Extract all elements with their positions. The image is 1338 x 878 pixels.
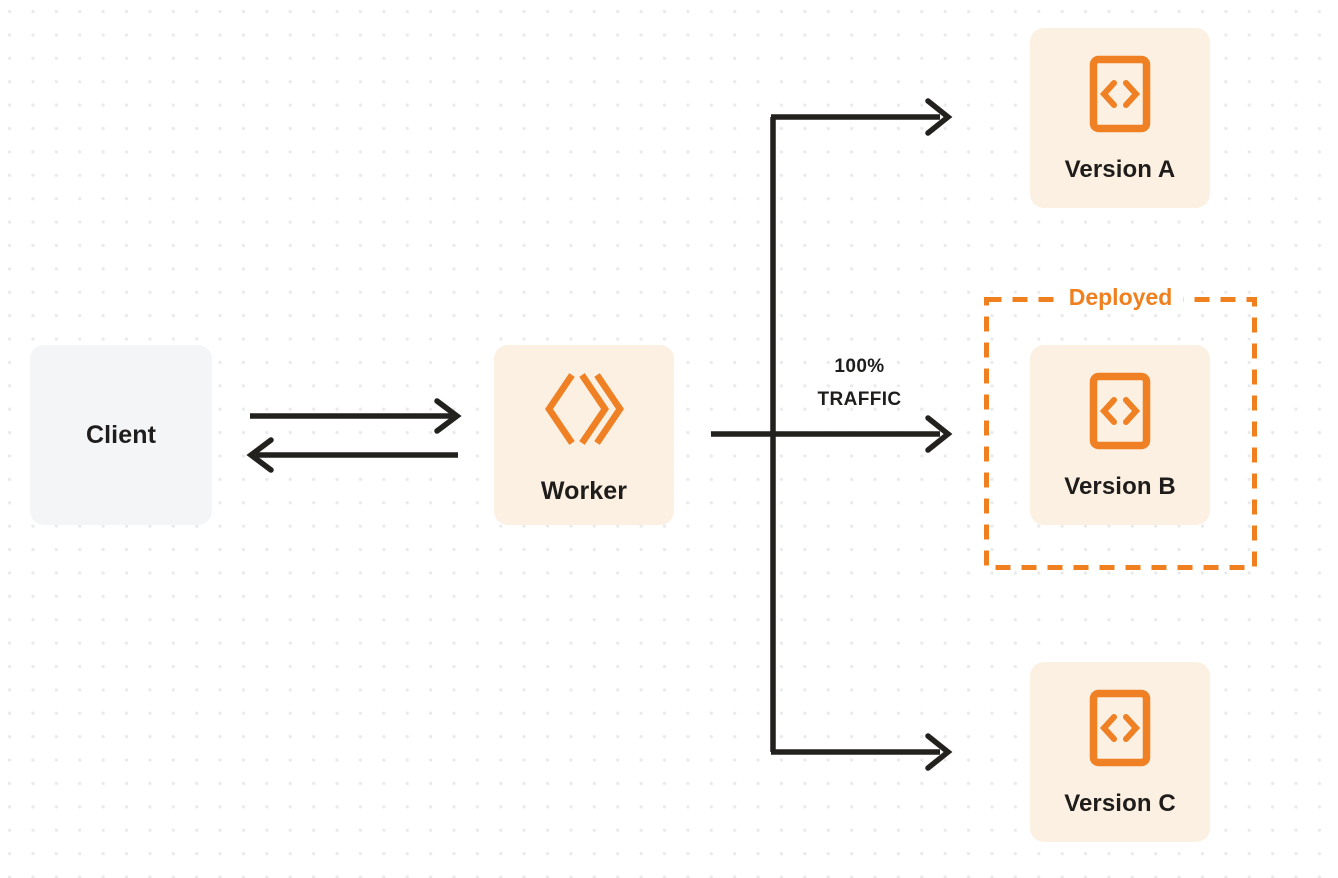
node-version-b-label: Version B — [1064, 472, 1176, 500]
node-worker-label: Worker — [540, 477, 628, 505]
node-version-b[interactable]: Version B — [1030, 345, 1210, 525]
traffic-label: 100% TRAFFIC — [782, 350, 937, 416]
node-version-c-label: Version C — [1064, 789, 1176, 817]
node-client[interactable]: Client — [30, 345, 212, 525]
traffic-percent: 100% — [834, 356, 885, 377]
cloudflare-workers-logo-icon — [541, 366, 627, 457]
edge-worker-trunk — [711, 117, 940, 752]
edge-client-to-worker — [250, 398, 462, 434]
node-version-c[interactable]: Version C — [1030, 662, 1210, 842]
edge-worker-to-version-c — [771, 733, 953, 771]
code-file-icon — [1089, 372, 1151, 455]
traffic-word: TRAFFIC — [817, 389, 902, 410]
node-version-a[interactable]: Version A — [1030, 28, 1210, 208]
code-file-icon — [1089, 55, 1151, 138]
node-client-label: Client — [85, 420, 157, 449]
deployed-group: Deployed — [984, 283, 1257, 570]
edge-worker-to-version-b — [925, 415, 953, 453]
edge-worker-to-client — [246, 437, 458, 473]
node-worker[interactable]: Worker — [494, 345, 674, 525]
code-file-icon — [1089, 689, 1151, 772]
deployed-group-label: Deployed — [1057, 283, 1184, 311]
edge-worker-to-version-a — [771, 98, 953, 136]
node-version-a-label: Version A — [1064, 155, 1176, 183]
